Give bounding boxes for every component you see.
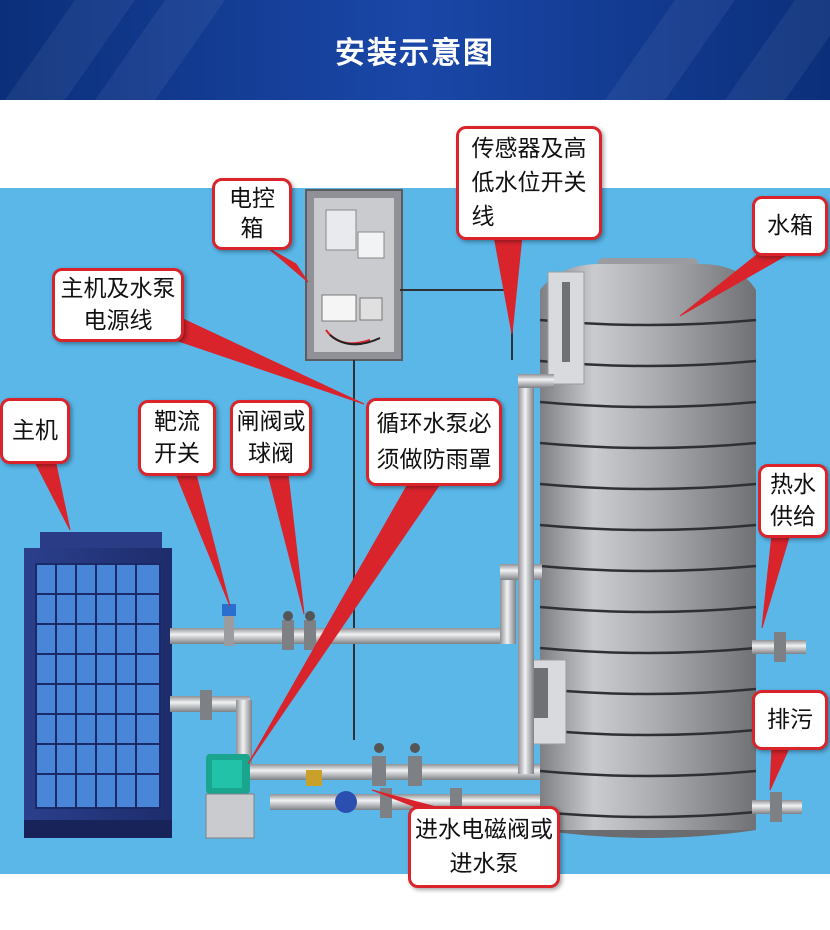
label-power-line: 主机及水泵 电源线 <box>60 276 176 334</box>
label-inlet-valve: 进水电磁阀或 进水泵 <box>415 817 553 877</box>
label-water-tank: 水箱 <box>767 212 813 239</box>
label-flow-switch: 靶流 开关 <box>154 409 200 467</box>
callout-drain: 排污 <box>752 690 828 750</box>
callout-host: 主机 <box>0 398 70 464</box>
label-pump-cover: 循环水泵必 须做防雨罩 <box>376 411 492 473</box>
label-valve: 闸阀或 球阀 <box>236 409 306 467</box>
label-drain: 排污 <box>767 706 813 733</box>
callout-inlet-valve: 进水电磁阀或 进水泵 <box>408 806 560 888</box>
heat-pump-host <box>24 532 172 838</box>
callout-pointers <box>35 235 793 809</box>
page-title: 安装示意图 <box>335 36 495 71</box>
callout-power-line: 主机及水泵 电源线 <box>52 268 184 342</box>
page-header: 安装示意图 <box>0 0 830 100</box>
label-control-box: 电控 箱 <box>229 186 275 242</box>
circulation-pump <box>205 754 255 839</box>
callout-hot-water: 热水 供给 <box>758 464 828 538</box>
callout-valve: 闸阀或 球阀 <box>230 400 312 476</box>
callout-water-tank: 水箱 <box>752 196 828 256</box>
callout-control-box: 电控 箱 <box>212 178 292 250</box>
callout-pump-cover: 循环水泵必 须做防雨罩 <box>366 398 502 486</box>
control-box <box>305 189 403 361</box>
label-hot-water: 热水 供给 <box>770 472 816 530</box>
sensor-probe <box>562 282 570 362</box>
label-host: 主机 <box>12 417 58 444</box>
callout-sensor-line: 传感器及高 低水位开关 线 <box>456 126 602 240</box>
callout-flow-switch: 靶流 开关 <box>138 400 216 476</box>
label-sensor-line: 传感器及高 低水位开关 线 <box>471 136 587 230</box>
